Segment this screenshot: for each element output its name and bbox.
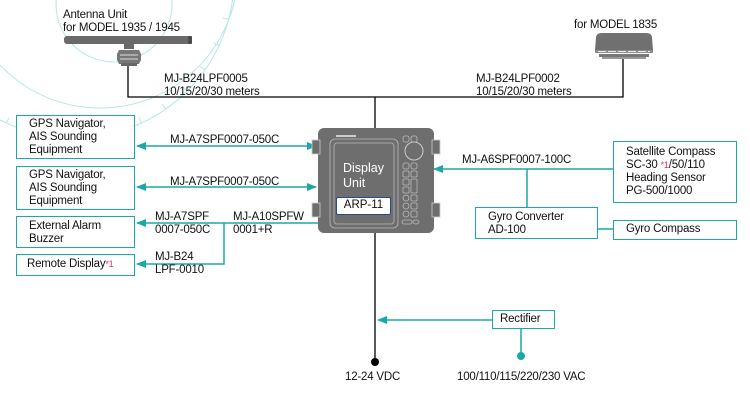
cable-length: 10/15/20/30 meters (164, 86, 260, 98)
cable-label-remote: MJ-B24 LPF-0010 (155, 251, 204, 277)
device-label: Gyro Converter (488, 211, 564, 223)
antenna-cables (127, 59, 624, 362)
dc-power-label: 12-24 VDC (345, 371, 401, 383)
device-satellite-compass[interactable]: Satellite Compass SC-30 *1/50/110 Headin… (613, 141, 737, 203)
cable-label-alarm-trunk: MJ-A10SPFW 0001+R (233, 211, 304, 237)
radar-tick (5, 117, 10, 124)
device-gyro-converter[interactable]: Gyro Converter AD-100 (475, 207, 598, 239)
cable-label-antenna-radome: MJ-B24LPF0002 10/15/20/30 meters (476, 73, 572, 99)
device-label: GPS Navigator, (29, 169, 106, 181)
cable-length: 10/15/20/30 meters (476, 86, 572, 98)
device-label: AIS Sounding (29, 182, 97, 194)
cable-part-number: MJ-B24LPF0002 (476, 73, 560, 85)
radar-tick (182, 86, 188, 92)
display-unit-line2: Unit (343, 176, 366, 190)
device-label: PG-500/1000 (626, 185, 693, 197)
device-remote-display[interactable]: Remote Display*1 (16, 254, 135, 276)
cable-label-gps2: MJ-A7SPF0007-050C (170, 176, 280, 188)
cable-part-number-cont: 0001+R (233, 224, 273, 236)
cable-part-number-cont: LPF-0010 (155, 264, 204, 276)
device-model-line: SC-30 *1/50/110 (626, 159, 736, 172)
open-array-antenna-icon (64, 36, 192, 66)
dc-power-terminal (371, 358, 379, 366)
device-label: Heading Sensor (626, 172, 706, 184)
radome-antenna-icon (595, 33, 653, 59)
device-label: Remote Display (27, 258, 106, 270)
device-label: Equipment (29, 144, 83, 156)
radar-tick (222, 17, 229, 20)
model-sc30: SC-30 (626, 159, 658, 171)
radar-ring-middle (0, 0, 236, 109)
device-label: AIS Sounding (29, 131, 97, 143)
main-antenna-label: Antenna Unit for MODEL 1935 / 1945 (63, 9, 180, 35)
device-external-alarm-buzzer[interactable]: External Alarm Buzzer (16, 216, 135, 248)
radar-tick (213, 42, 220, 47)
teal-connections (136, 142, 614, 353)
radar-ring-inner (55, 0, 173, 63)
main-antenna-model: for MODEL 1935 / 1945 (63, 22, 180, 34)
device-rectifier[interactable]: Rectifier (492, 310, 555, 329)
model-variants: /50/110 (668, 159, 705, 171)
main-antenna-title: Antenna Unit (63, 9, 128, 21)
cable-label-heading: MJ-A6SPF0007-100C (462, 154, 572, 166)
device-label: AD-100 (488, 224, 526, 236)
device-label: Equipment (29, 195, 83, 207)
remote-cable (136, 223, 225, 268)
ac-power-terminal (517, 352, 525, 360)
radome-antenna-label: for MODEL 1835 (574, 19, 658, 31)
device-label: External Alarm (29, 220, 101, 232)
ac-power-label: 100/110/115/220/230 VAC (457, 371, 586, 383)
cable-part-number: MJ-A7SPF (155, 211, 209, 223)
footnote-marker: *1 (660, 160, 669, 170)
cable-part-number: MJ-B24 (155, 251, 194, 263)
cable-part-number-cont: 0007-050C (155, 224, 211, 236)
radar-tick (161, 103, 167, 110)
display-unit-line1: Display (343, 161, 384, 175)
device-label: Satellite Compass (626, 146, 716, 158)
device-gyro-compass[interactable]: Gyro Compass (613, 220, 737, 240)
radar-tick (199, 65, 206, 71)
cable-label-alarm: MJ-A7SPF 0007-050C (155, 211, 210, 237)
radar-tick (138, 117, 143, 124)
device-label: GPS Navigator, (29, 118, 106, 130)
cable-label-antenna-main: MJ-B24LPF0005 10/15/20/30 meters (164, 73, 260, 99)
cable-label-gps1: MJ-A7SPF0007-050C (170, 134, 280, 146)
display-unit-label: Display Unit (343, 161, 384, 191)
device-label: Buzzer (29, 233, 64, 245)
cable-part-number: MJ-A10SPFW (233, 211, 304, 223)
cable-part-number: MJ-B24LPF0005 (164, 73, 248, 85)
device-gps-navigator-2[interactable]: GPS Navigator, AIS Sounding Equipment (16, 166, 135, 210)
device-gps-navigator-1[interactable]: GPS Navigator, AIS Sounding Equipment (16, 115, 135, 159)
display-unit-model-badge: ARP-11 (336, 197, 391, 215)
footnote-marker: *1 (105, 259, 114, 269)
